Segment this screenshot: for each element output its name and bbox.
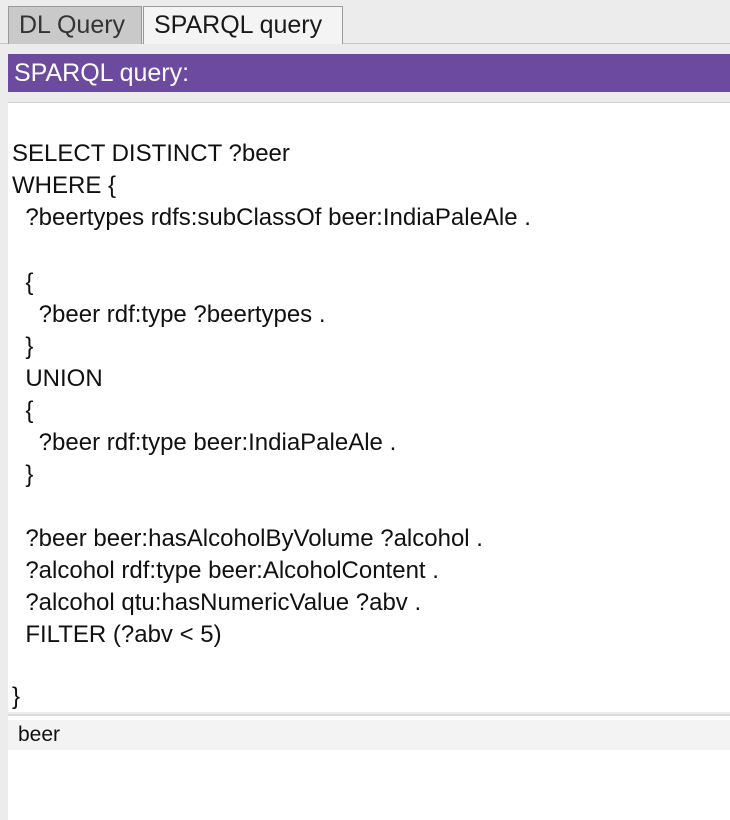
code-line: FILTER (?abv < 5)	[12, 621, 222, 648]
results-table: beer	[8, 714, 730, 820]
tab-dl-query[interactable]: DL Query	[8, 6, 142, 44]
code-line: WHERE {	[12, 172, 117, 199]
code-line: ?beer rdf:type ?beertypes .	[12, 301, 326, 328]
code-line: {	[12, 269, 34, 296]
code-line: ?alcohol qtu:hasNumericValue ?abv .	[12, 589, 422, 616]
code-line: ?beer beer:hasAlcoholByVolume ?alcohol .	[12, 525, 483, 552]
panel-title: SPARQL query:	[8, 54, 730, 92]
code-line: {	[12, 397, 34, 424]
code-line: }	[12, 333, 34, 360]
code-line: UNION	[12, 365, 103, 392]
query-editor[interactable]: SELECT DISTINCT ?beer WHERE { ?beertypes…	[8, 102, 730, 712]
code-line: SELECT DISTINCT ?beer	[12, 140, 290, 167]
tab-bar: DL Query SPARQL query	[0, 0, 730, 44]
code-line: ?alcohol rdf:type beer:AlcoholContent .	[12, 557, 439, 584]
code-line: }	[12, 683, 21, 710]
results-column-header-beer[interactable]: beer	[8, 720, 730, 750]
code-line: ?beer rdf:type beer:IndiaPaleAle .	[12, 429, 397, 456]
code-line: }	[12, 461, 34, 488]
code-line: ?beertypes rdfs:subClassOf beer:IndiaPal…	[12, 204, 531, 231]
tab-sparql-query[interactable]: SPARQL query	[143, 6, 343, 44]
